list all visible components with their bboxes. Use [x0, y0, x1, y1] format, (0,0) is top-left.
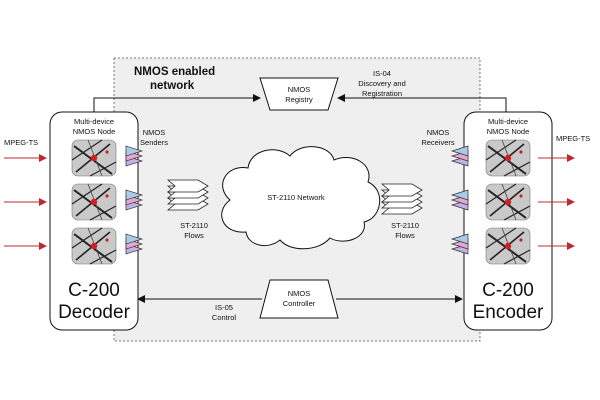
nmos-controller-box [259, 279, 339, 319]
diagram-graphics [4, 139, 575, 265]
decoder-chip-icon [71, 227, 117, 265]
nmos-registry-box [259, 77, 339, 111]
encoder-chip-icon [485, 227, 531, 265]
is05-line1: IS-05 [215, 303, 233, 312]
is04-line1: IS-04 [373, 69, 391, 78]
encoder-to-registry-line [337, 94, 507, 112]
registry-line1: NMOS [288, 85, 311, 94]
cloud-label: ST-2110 Network [267, 193, 325, 202]
flows-left-line2: Flows [184, 231, 204, 240]
decoder-name-line2: Decoder [58, 302, 130, 323]
registry-line2: Registry [285, 95, 313, 104]
is05-line2: Control [212, 313, 237, 322]
encoder-name-line2: Encoder [473, 302, 544, 323]
sender-stack-icon [125, 145, 144, 167]
st2110-network-cloud [221, 146, 381, 250]
decoder-node-line1: Multi-device [74, 117, 114, 126]
encoder-node-line2: NMOS Node [487, 127, 530, 136]
is04-line2: Discovery and [358, 79, 406, 88]
sender-stack-icon [125, 233, 144, 255]
controller-line1: NMOS [288, 289, 311, 298]
network-title-line2: network [150, 80, 195, 92]
flows-right-icon [380, 183, 423, 215]
encoder-node-line1: Multi-device [488, 117, 528, 126]
flows-right-line1: ST-2110 [391, 221, 419, 230]
sender-stack-icon [125, 189, 144, 211]
decoder-chip-icon [71, 183, 117, 221]
encoder-name-line1: C-200 [482, 280, 534, 301]
receivers-line1: NMOS [427, 128, 450, 137]
decoder-to-registry-line [93, 94, 261, 112]
decoder-input-label: MPEG-TS [4, 138, 38, 147]
senders-line2: Senders [140, 138, 168, 147]
receiver-stack-icon [450, 189, 469, 211]
controller-line2: Controller [283, 299, 316, 308]
encoder-chip-icon [485, 183, 531, 221]
decoder-name-line1: C-200 [68, 280, 120, 301]
is04-line3: Registration [362, 89, 402, 98]
encoder-chip-icon [485, 139, 531, 177]
receivers-line2: Receivers [421, 138, 455, 147]
flows-left-line1: ST-2110 [180, 221, 208, 230]
senders-line1: NMOS [143, 128, 166, 137]
flows-right-line2: Flows [395, 231, 415, 240]
decoder-chip-icon [71, 139, 117, 177]
network-title-line1: NMOS enabled [134, 66, 215, 78]
flows-left-icon [166, 179, 209, 211]
receiver-stack-icon [450, 233, 469, 255]
encoder-output-label: MPEG-TS [556, 134, 590, 143]
receiver-stack-icon [450, 145, 469, 167]
decoder-node-line2: NMOS Node [73, 127, 116, 136]
